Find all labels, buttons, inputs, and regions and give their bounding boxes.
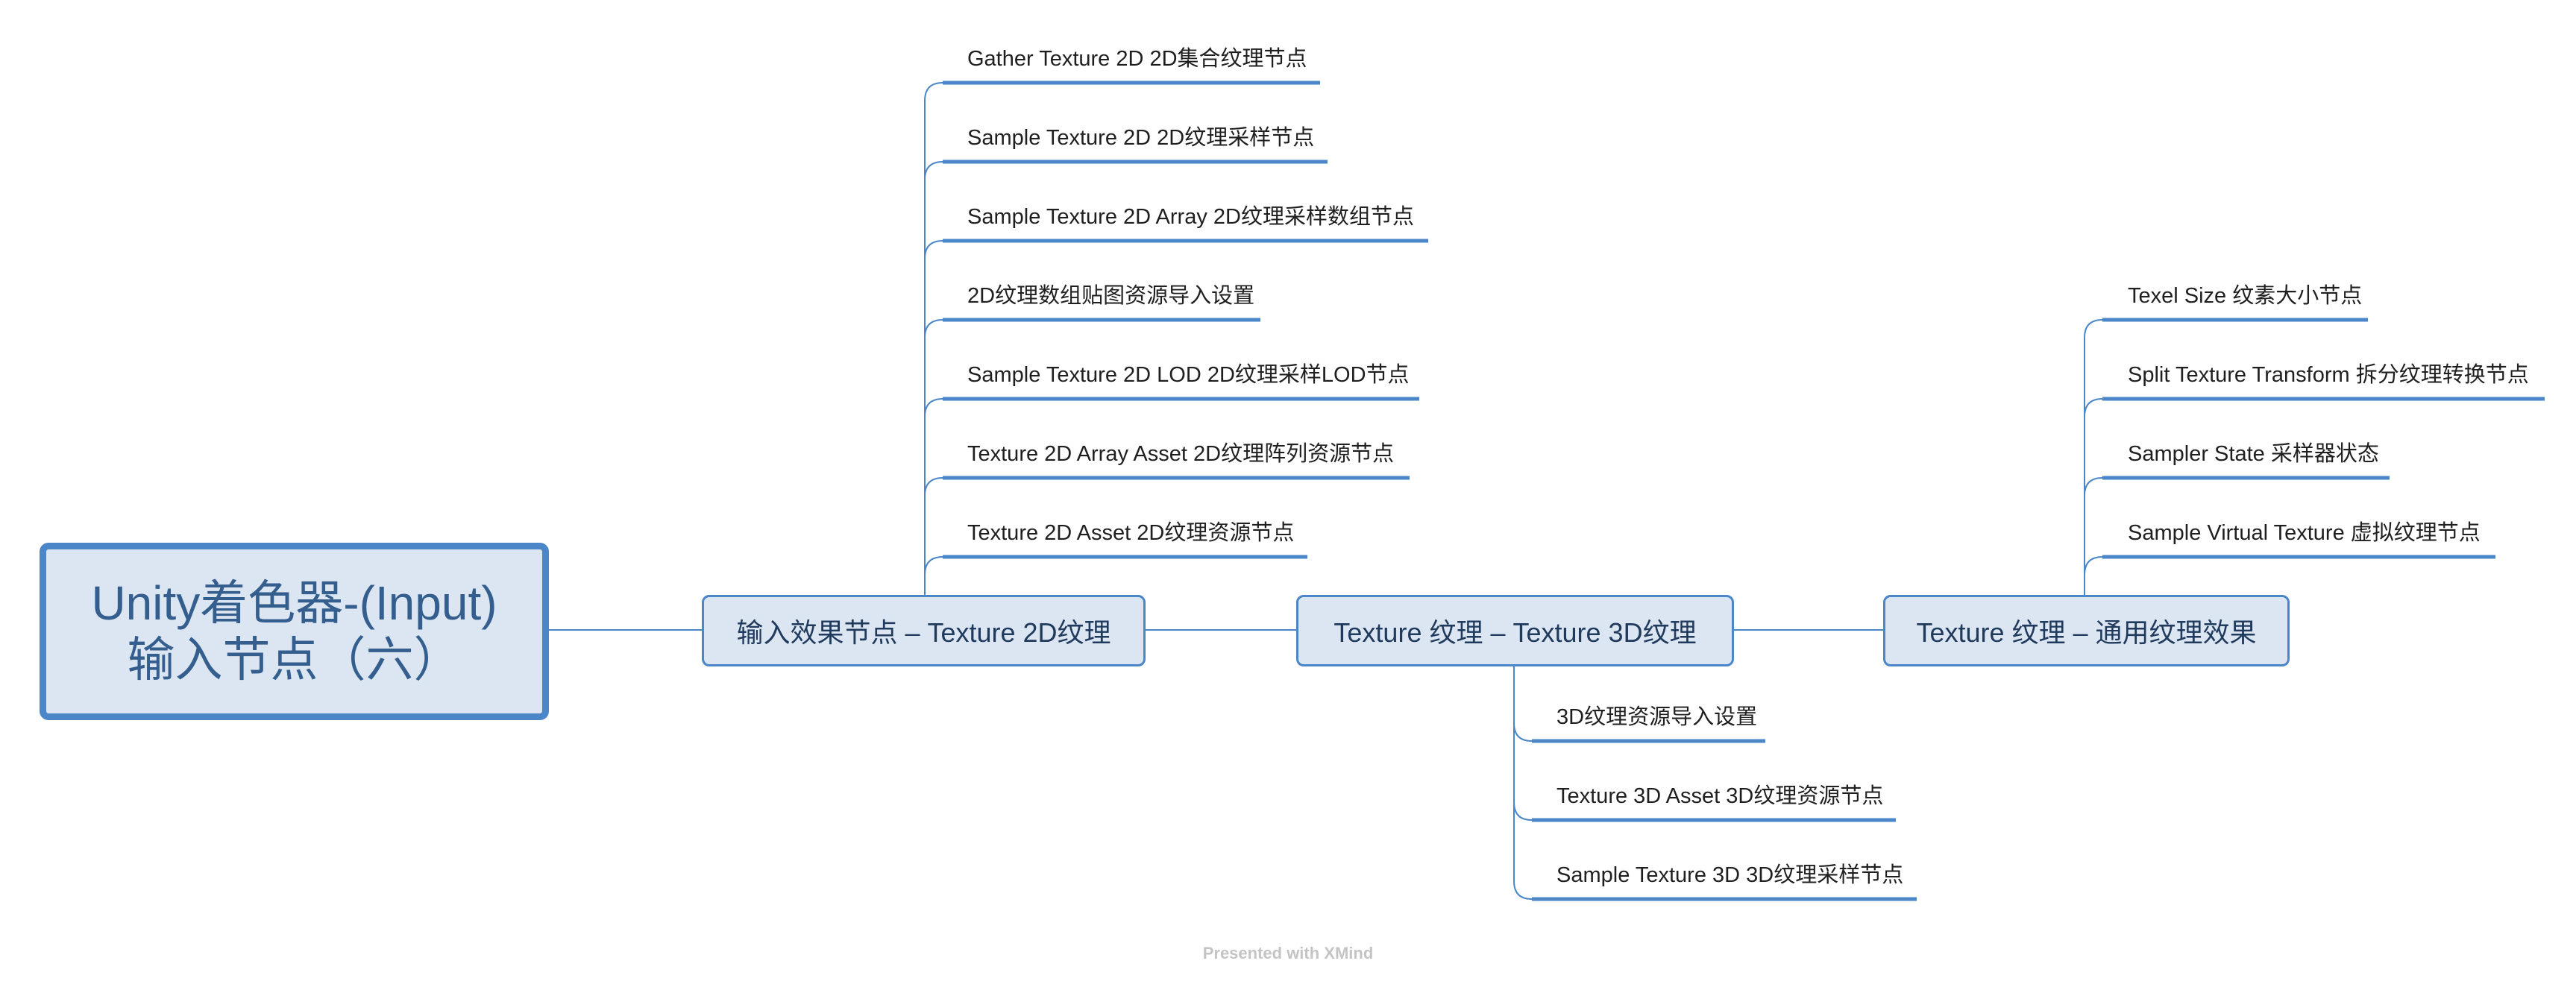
subtopic-sample-texture-2d[interactable]: Sample Texture 2D 2D纹理采样节点 (967, 126, 1315, 150)
topic-label: Texture 纹理 – Texture 3D纹理 (1333, 617, 1697, 648)
subtopic-2d-array-import-settings[interactable]: 2D纹理数组贴图资源导入设置 (967, 284, 1255, 308)
subtopic-split-texture-transform[interactable]: Split Texture Transform 拆分纹理转换节点 (2128, 363, 2529, 387)
subtopic-sample-texture-2d-array[interactable]: Sample Texture 2D Array 2D纹理采样数组节点 (967, 205, 1414, 229)
root-topic[interactable]: Unity着色器-(Input) 输入节点（六） (40, 543, 549, 720)
topic-common-texture[interactable]: Texture 纹理 – 通用纹理效果 (1883, 595, 2290, 666)
root-title-line1: Unity着色器-(Input) (91, 576, 497, 630)
topic-label: 输入效果节点 – Texture 2D纹理 (736, 617, 1111, 648)
subtopic-sample-texture-2d-lod[interactable]: Sample Texture 2D LOD 2D纹理采样LOD节点 (967, 363, 1410, 387)
subtopic-3d-import-settings[interactable]: 3D纹理资源导入设置 (1556, 705, 1758, 729)
subtopic-sample-virtual-texture[interactable]: Sample Virtual Texture 虚拟纹理节点 (2128, 521, 2481, 545)
topic-label: Texture 纹理 – 通用纹理效果 (1916, 617, 2257, 648)
xmind-watermark: Presented with XMind (1202, 944, 1374, 962)
root-title-line2: 输入节点（六） (127, 633, 462, 687)
subtopic-texture-2d-asset[interactable]: Texture 2D Asset 2D纹理资源节点 (967, 521, 1295, 545)
subtopic-sample-texture-3d[interactable]: Sample Texture 3D 3D纹理采样节点 (1556, 863, 1904, 887)
subtopic-texel-size[interactable]: Texel Size 纹素大小节点 (2128, 284, 2363, 308)
subtopic-texture-3d-asset[interactable]: Texture 3D Asset 3D纹理资源节点 (1556, 784, 1884, 808)
topic-texture-3d[interactable]: Texture 纹理 – Texture 3D纹理 (1296, 595, 1734, 666)
subtopic-gather-texture-2d[interactable]: Gather Texture 2D 2D集合纹理节点 (967, 47, 1307, 71)
subtopic-texture-2d-array-asset[interactable]: Texture 2D Array Asset 2D纹理阵列资源节点 (967, 442, 1395, 466)
subtopic-sampler-state[interactable]: Sampler State 采样器状态 (2128, 442, 2379, 466)
topic-texture-2d[interactable]: 输入效果节点 – Texture 2D纹理 (702, 595, 1146, 666)
